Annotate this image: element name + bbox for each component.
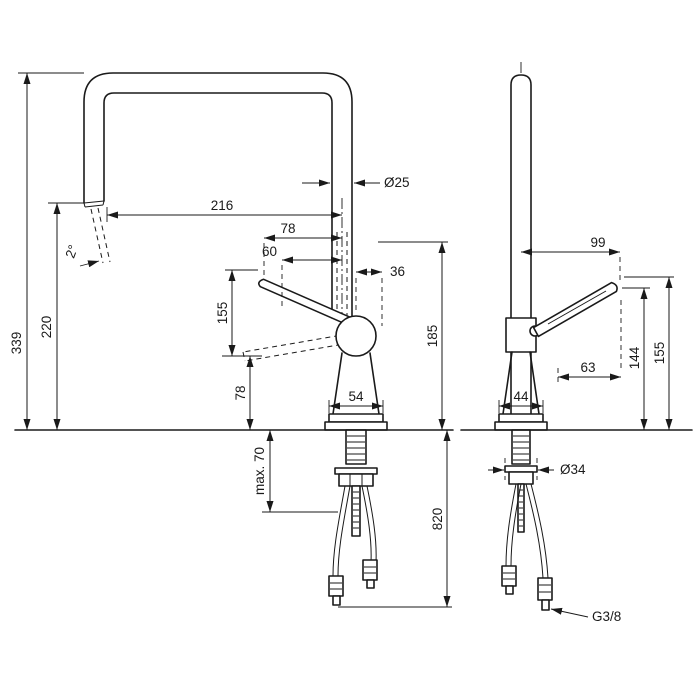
ball-joint [335, 315, 377, 357]
handle-lever-side [532, 281, 618, 338]
dim-label-side-reach: 99 [590, 235, 605, 250]
front-view [79, 72, 388, 606]
dim-label-handle-x1: 78 [280, 221, 295, 236]
dim-label-spray-angle: 2° [63, 243, 82, 260]
dim-label-height-total: 339 [9, 332, 24, 355]
dim-label-base-h: 78 [233, 385, 248, 400]
dim-label-hose-len: 820 [430, 508, 445, 531]
dim-label-connection: G3/8 [592, 609, 621, 624]
dimensions-side: 99 155 144 63 44 Ø34 G3/8 [488, 235, 674, 624]
dim-label-height-spout: 220 [39, 316, 54, 339]
dim-label-handle-h1: 155 [215, 302, 230, 325]
handle-lever-front [257, 278, 354, 327]
dimensions-front: 339 220 2° 216 78 60 Ø25 36 155 78 [9, 72, 452, 608]
hoses-side [501, 483, 553, 611]
pipe-side [510, 74, 532, 414]
hoses-front [328, 485, 378, 606]
dim-label-handle-x2: 60 [262, 244, 277, 259]
handle-lever-front-alt [242, 333, 351, 362]
dim-label-side-offset: 63 [580, 360, 595, 375]
dim-label-spout-dia: Ø25 [384, 175, 410, 190]
handle-detail-line [547, 290, 607, 325]
mounting-shank-front [334, 429, 378, 537]
dim-label-body-h: 185 [425, 325, 440, 348]
dim-label-max-thickness: max. 70 [252, 447, 267, 495]
dim-label-side-h2: 155 [652, 342, 667, 365]
spout-outline [83, 72, 353, 319]
dim-label-shank-dia: Ø34 [560, 462, 586, 477]
water-stream [79, 207, 111, 268]
dim-label-handle-travel: 36 [390, 264, 405, 279]
dim-label-side-base-w: 44 [513, 389, 529, 404]
dim-label-reach: 216 [211, 198, 234, 213]
side-view [494, 62, 618, 611]
mounting-shank-side [504, 429, 538, 533]
dim-label-side-h1: 144 [627, 346, 642, 369]
dim-label-base-w: 54 [348, 389, 364, 404]
